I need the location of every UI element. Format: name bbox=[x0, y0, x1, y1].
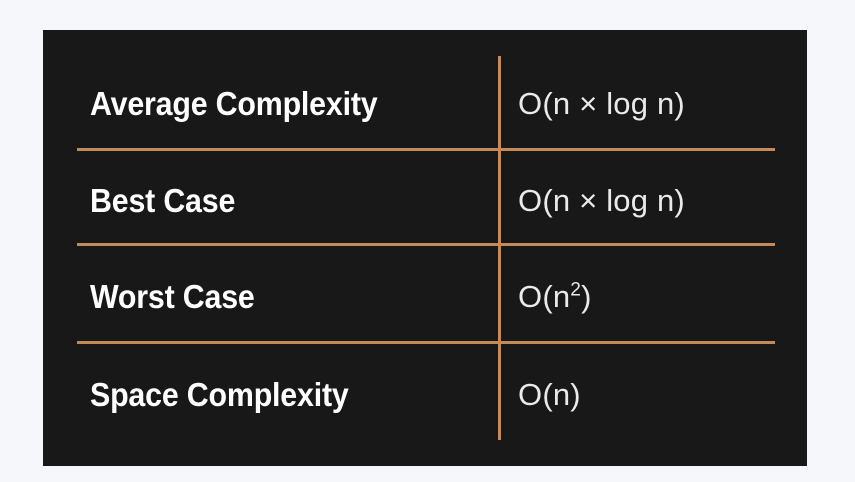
table-row: Space Complexity O(n) bbox=[43, 346, 807, 443]
row-value-text: O(n × log n) bbox=[518, 86, 685, 121]
table-row: Worst Case O(n2) bbox=[43, 248, 807, 345]
row-value-close-paren: ) bbox=[581, 279, 592, 314]
row-label: Worst Case bbox=[90, 278, 255, 315]
row-value-text: O(n bbox=[518, 279, 571, 314]
row-value: O(n) bbox=[518, 379, 798, 410]
column-divider bbox=[498, 56, 501, 440]
row-value: O(n × log n) bbox=[518, 88, 798, 119]
row-divider bbox=[77, 243, 775, 246]
row-value: O(n2) bbox=[518, 281, 798, 312]
row-label: Best Case bbox=[90, 182, 236, 219]
row-label: Space Complexity bbox=[90, 376, 349, 413]
complexity-table-card: Average Complexity O(n × log n) Best Cas… bbox=[43, 30, 807, 466]
table-row: Average Complexity O(n × log n) bbox=[43, 55, 807, 152]
row-divider bbox=[77, 341, 775, 344]
table-row: Best Case O(n × log n) bbox=[43, 152, 807, 249]
row-value-text: O(n × log n) bbox=[518, 183, 685, 218]
row-value-exponent: 2 bbox=[570, 279, 582, 301]
row-divider bbox=[77, 148, 775, 151]
complexity-table: Average Complexity O(n × log n) Best Cas… bbox=[43, 30, 807, 466]
row-label: Average Complexity bbox=[90, 85, 378, 122]
row-value: O(n × log n) bbox=[518, 185, 798, 216]
row-value-text: O(n) bbox=[518, 377, 581, 412]
